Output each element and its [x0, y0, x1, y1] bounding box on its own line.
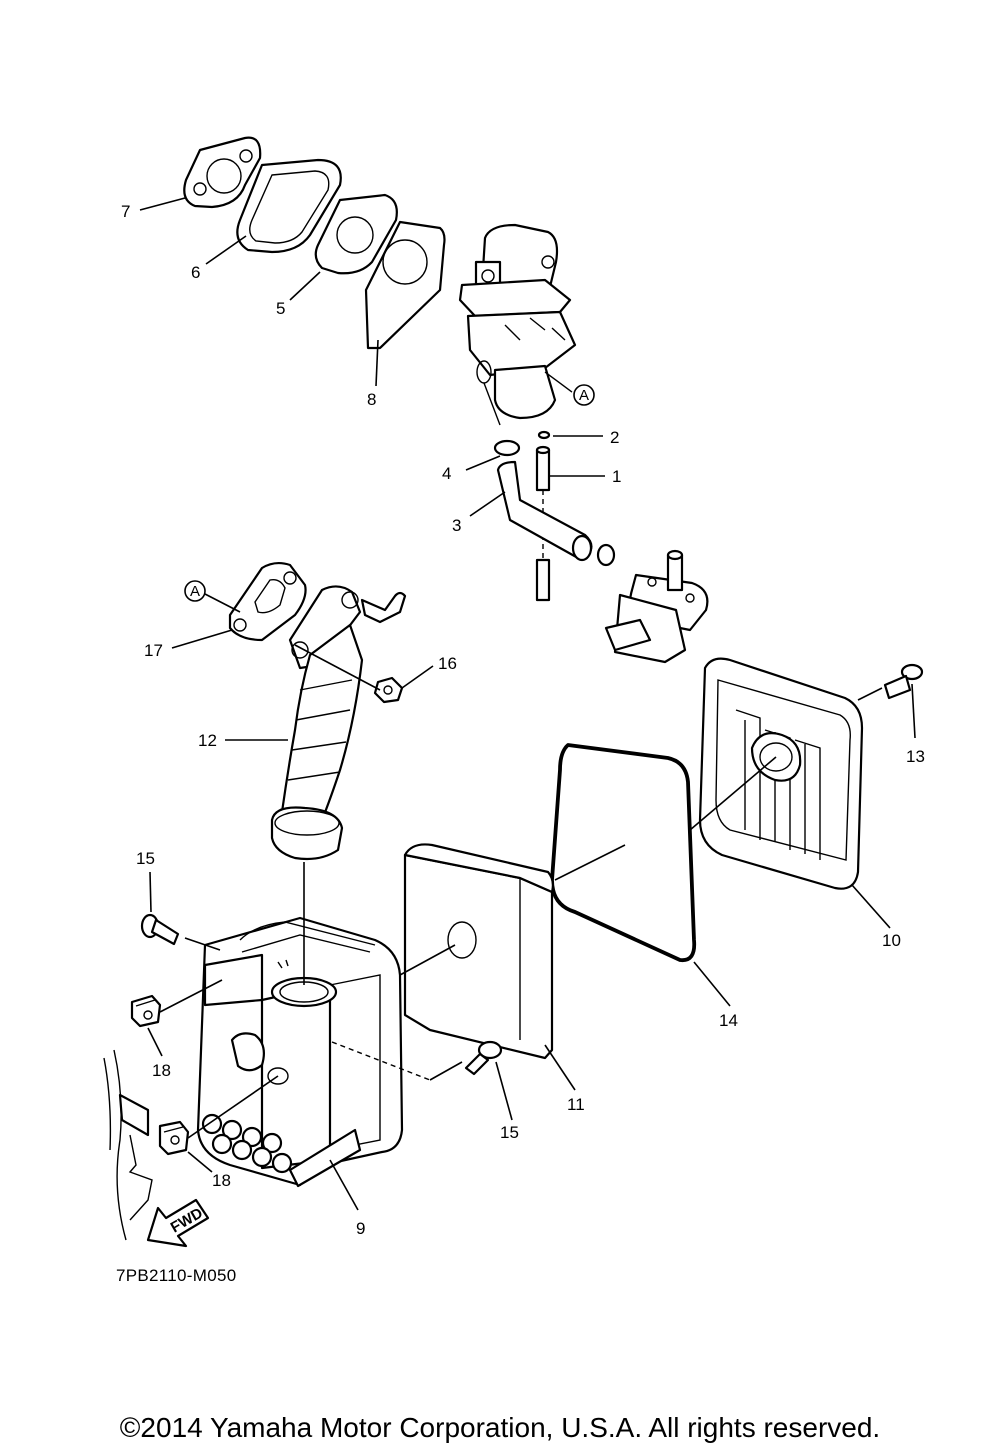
- case-tube-bundle: [201, 1113, 362, 1188]
- part-2-clip: [537, 430, 551, 440]
- callout-15-upper: 15: [136, 849, 155, 868]
- part-18-clip-lower: [158, 1120, 190, 1156]
- callout-18-upper: 18: [152, 1061, 171, 1080]
- callout-17: 17: [144, 641, 163, 660]
- part-6-insulator: [236, 158, 342, 254]
- callout-6: 6: [191, 263, 200, 282]
- part-1-tube: [535, 445, 551, 602]
- part-8-gasket-plate: [364, 220, 446, 350]
- callout-4: 4: [442, 464, 451, 483]
- part-10-air-cleaner-cover: [698, 657, 864, 890]
- part-15-bolt-upper: [140, 913, 180, 946]
- callout-9: 9: [356, 1219, 365, 1238]
- copyright-notice: ©2014 Yamaha Motor Corporation, U.S.A. A…: [119, 1412, 881, 1443]
- callout-15-lower: 15: [500, 1123, 519, 1142]
- drawing-code: 7PB2110-M050: [116, 1266, 237, 1285]
- carburetor-assembly: [458, 223, 577, 426]
- reference-mark-a-carburetor: A: [573, 384, 595, 406]
- callout-labels: 1 2 3 4 5 6 7 8 9 10 11 12 13 14 15 15 1…: [121, 202, 925, 1238]
- assembly-lines: [159, 644, 883, 1139]
- part-5-gasket: [314, 193, 398, 275]
- callout-8: 8: [367, 390, 376, 409]
- svg-text:A: A: [190, 583, 200, 600]
- part-14-seal: [550, 743, 697, 963]
- part-15-bolt-lower: [464, 1040, 503, 1076]
- callout-16: 16: [438, 654, 457, 673]
- part-18-clip-upper: [130, 994, 162, 1028]
- reference-mark-a-gasket: A: [184, 580, 206, 602]
- callout-13: 13: [906, 747, 925, 766]
- callout-3: 3: [452, 516, 461, 535]
- callout-12: 12: [198, 731, 217, 750]
- part-16-nut: [373, 676, 404, 704]
- callout-2: 2: [610, 428, 619, 447]
- part-3-fuel-hose: [496, 460, 616, 567]
- part-17-gasket: [228, 561, 307, 642]
- engine-frame-fragment: [103, 1049, 153, 1241]
- callout-11: 11: [567, 1095, 585, 1114]
- part-13-bolt: [883, 663, 924, 700]
- callout-7: 7: [121, 202, 130, 221]
- fwd-arrow: FWD: [146, 1198, 210, 1248]
- callout-5: 5: [276, 299, 285, 318]
- fuel-cock: [604, 549, 709, 664]
- callout-14: 14: [719, 1011, 738, 1030]
- part-7-gasket: [183, 136, 262, 209]
- callout-leaders: [139, 197, 916, 1211]
- callout-10: 10: [882, 931, 901, 950]
- part-4-clip: [493, 439, 521, 457]
- part-11-filter-element: [403, 843, 554, 1060]
- part-9-air-cleaner-case: [196, 916, 404, 1188]
- part-12-intake-joint: [270, 585, 407, 861]
- svg-text:A: A: [579, 387, 589, 404]
- callout-18-lower: 18: [212, 1171, 231, 1190]
- callout-1: 1: [612, 467, 621, 486]
